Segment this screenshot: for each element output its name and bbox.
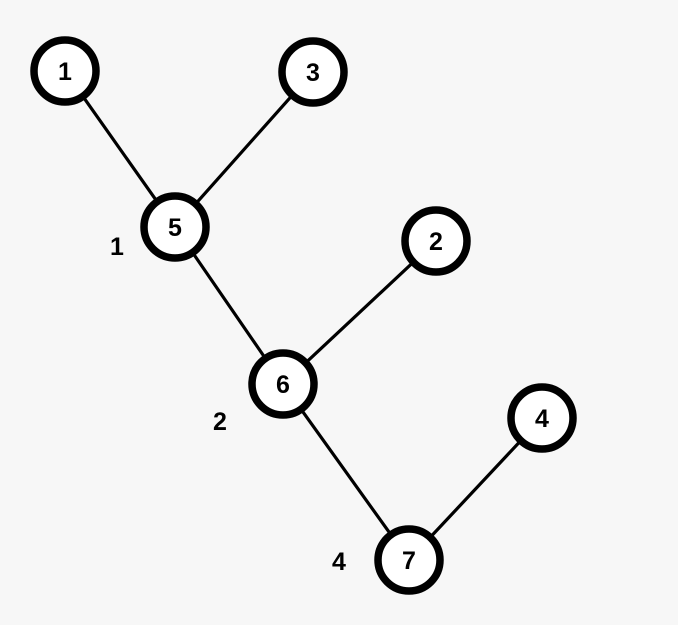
edge-weight-label: 2 <box>213 408 227 436</box>
node-circle[interactable] <box>30 36 100 106</box>
edges-group <box>83 96 520 537</box>
node-circle[interactable] <box>248 349 318 419</box>
node-label: 7 <box>402 547 416 575</box>
graph-edge <box>306 263 413 362</box>
graph-node[interactable]: 7 <box>374 525 444 595</box>
node-label: 1 <box>58 58 72 86</box>
graph-edge <box>193 254 265 357</box>
edge-weight-labels-group: 1 2 4 <box>110 233 346 576</box>
graph-node[interactable]: 5 <box>140 192 210 262</box>
graph-edge <box>301 410 391 534</box>
nodes-group: 1 3 5 2 6 4 7 <box>30 36 577 595</box>
edge-weight-label: 4 <box>332 548 346 576</box>
graph-node[interactable]: 6 <box>248 349 318 419</box>
node-circle[interactable] <box>401 206 471 276</box>
node-circle[interactable] <box>140 192 210 262</box>
node-label: 5 <box>168 214 182 242</box>
node-circle[interactable] <box>507 383 577 453</box>
edge-weight-label: 1 <box>110 233 124 261</box>
node-label: 6 <box>276 371 290 399</box>
graph-node[interactable]: 2 <box>401 206 471 276</box>
node-circle[interactable] <box>278 37 348 107</box>
graph-node[interactable]: 4 <box>507 383 577 453</box>
node-circle[interactable] <box>374 525 444 595</box>
graph-edge <box>196 96 292 203</box>
node-label: 4 <box>535 405 549 433</box>
graph-edge <box>83 97 157 201</box>
node-label: 2 <box>429 228 443 256</box>
graph-node[interactable]: 1 <box>30 36 100 106</box>
graph-edge <box>431 441 520 537</box>
graph-node[interactable]: 3 <box>278 37 348 107</box>
node-label: 3 <box>306 59 320 87</box>
